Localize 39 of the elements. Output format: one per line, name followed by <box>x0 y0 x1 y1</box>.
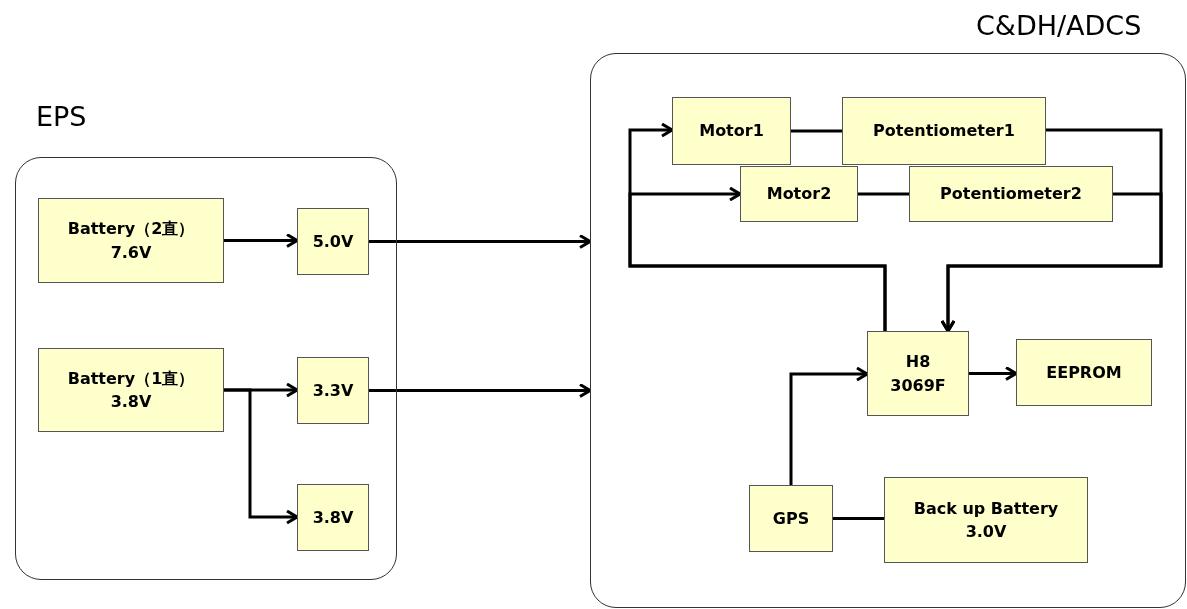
arrow <box>224 233 299 248</box>
block-box <box>297 357 369 424</box>
block-box <box>884 477 1088 563</box>
box-label: GPS <box>772 507 810 530</box>
arrow <box>224 388 299 525</box>
box-label: EEPROM <box>1046 361 1122 384</box>
block-box <box>909 166 1113 222</box>
block-box <box>297 208 369 275</box>
box-label: 3.8V <box>312 506 354 529</box>
block-box <box>867 331 969 416</box>
block-box <box>749 485 833 552</box>
box-label: Motor2 <box>766 183 832 206</box>
arrow <box>628 186 887 331</box>
block-box <box>740 166 858 222</box>
box-label: Potentiometer2 <box>940 183 1082 206</box>
box-label: Motor1 <box>699 120 764 143</box>
connector-line <box>791 129 842 133</box>
arrow <box>789 366 869 485</box>
box-label: Battery（1直） 3.8V <box>66 367 196 413</box>
group-heading: EPS <box>36 103 87 130</box>
group-heading: C&DH/ADCS <box>976 12 1142 39</box>
block-box <box>672 97 791 165</box>
arrow <box>969 366 1018 381</box>
box-label: 5.0V <box>312 230 354 253</box>
connector-line <box>833 517 884 520</box>
box-label: Potentiometer1 <box>873 120 1015 143</box>
block-box <box>1016 339 1152 406</box>
arrow <box>940 192 1163 333</box>
box-label: H8 3069F <box>889 351 947 397</box>
block-box <box>38 348 224 432</box>
block-box <box>38 198 224 283</box>
arrow <box>369 234 592 249</box>
block-box <box>842 97 1046 165</box>
block-box <box>297 484 369 551</box>
box-label: Battery（2直） 7.6V <box>66 218 196 264</box>
arrow <box>369 383 592 398</box>
connector-line <box>858 192 909 196</box>
box-label: 3.3V <box>312 379 354 402</box>
box-label: Back up Battery 3.0V <box>912 497 1060 543</box>
